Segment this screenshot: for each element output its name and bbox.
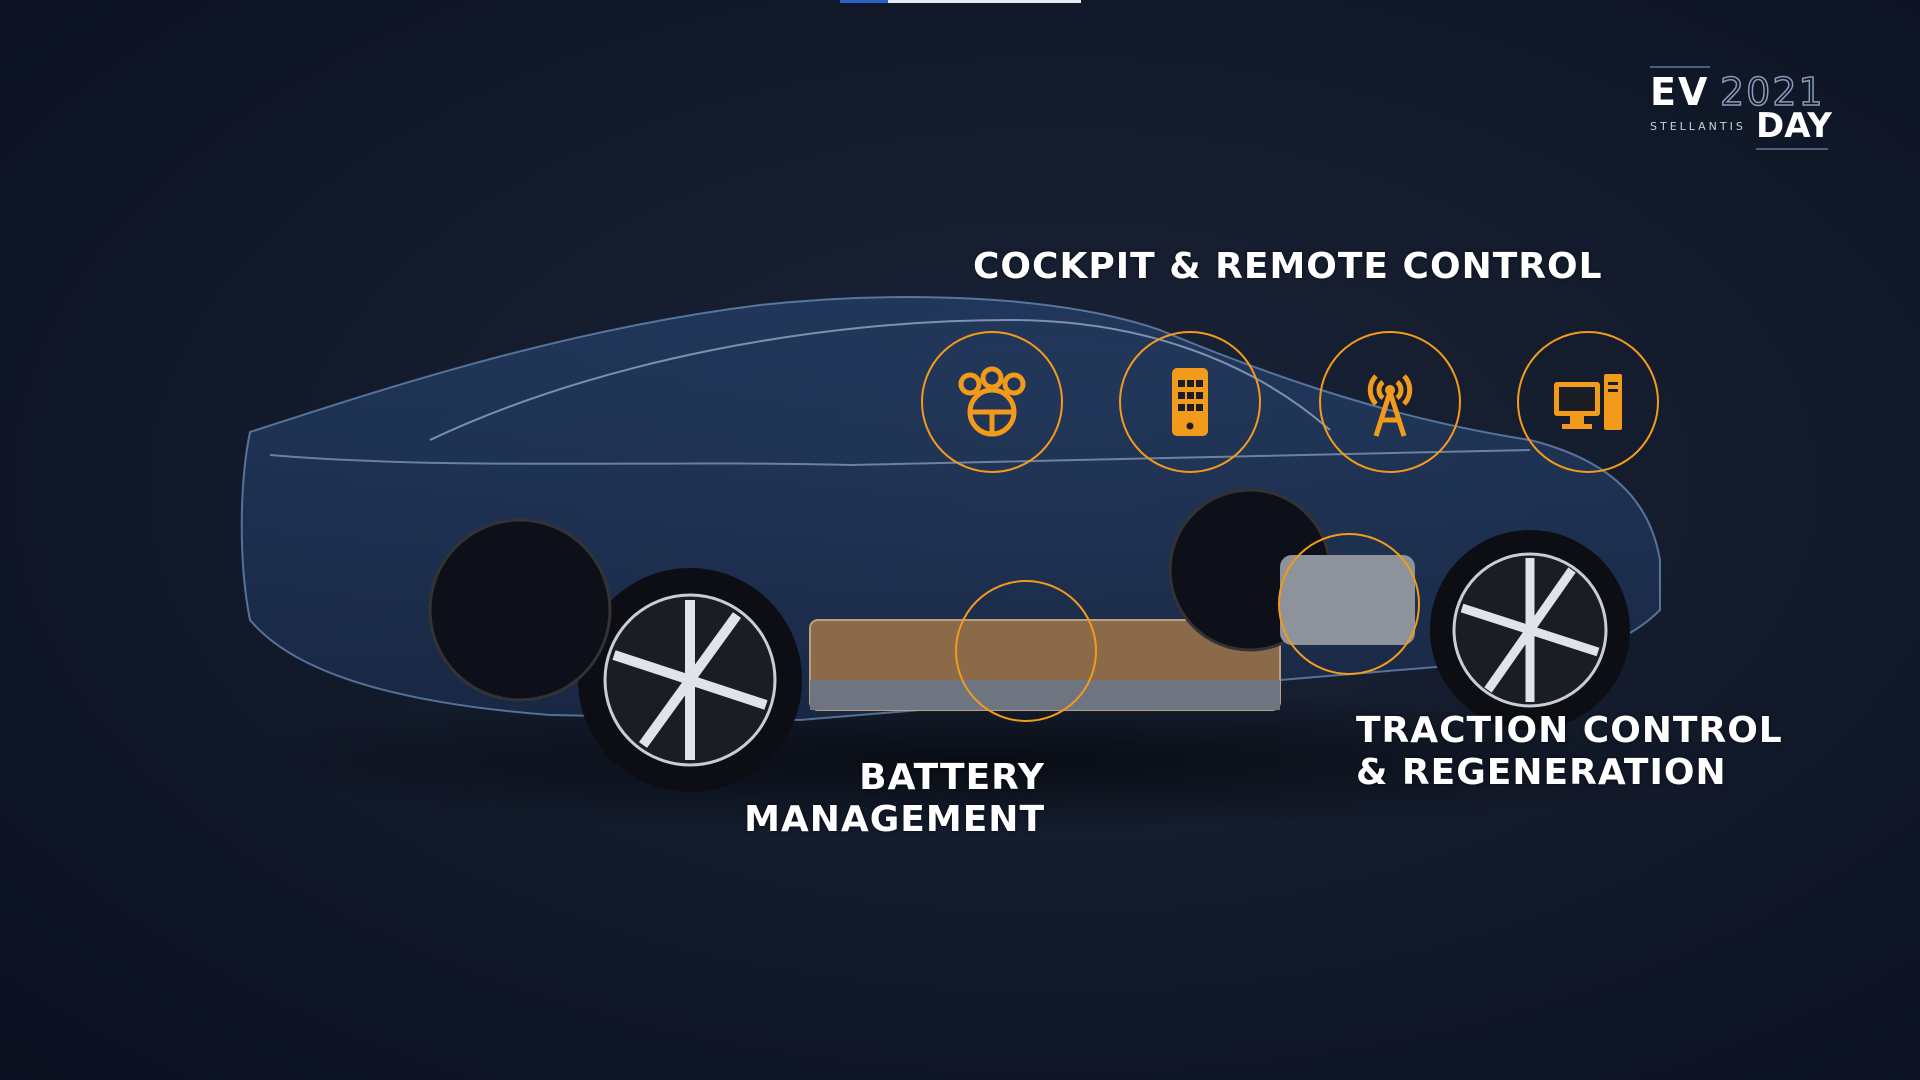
- front-wheel: [1430, 530, 1630, 730]
- logo-ev: EV: [1650, 70, 1710, 114]
- desktop-computer-icon: [1517, 331, 1659, 473]
- logo-day: DAY: [1756, 106, 1832, 146]
- logo-year: 2021: [1719, 69, 1825, 115]
- battery-label-line1: BATTERY: [859, 757, 1045, 798]
- logo-brand: STELLANTIS: [1650, 120, 1746, 133]
- video-progress-bar[interactable]: [840, 0, 1081, 3]
- battery-label-line2: MANAGEMENT: [744, 799, 1045, 840]
- traction-control-highlight: [1278, 533, 1420, 675]
- battery-management-highlight: [955, 580, 1097, 722]
- traction-label-line2: & REGENERATION: [1356, 752, 1727, 793]
- cockpit-remote-control-heading: COCKPIT & REMOTE CONTROL: [973, 246, 1603, 287]
- rear-wheel: [578, 568, 802, 792]
- steering-gauges-icon: [921, 331, 1063, 473]
- video-progress-fill: [840, 0, 889, 3]
- battery-management-label: BATTERY MANAGEMENT: [744, 757, 1045, 841]
- smartphone-icon: [1119, 331, 1261, 473]
- ev-day-2021-logo: EV 2021 STELLANTIS DAY: [1648, 62, 1832, 154]
- antenna-tower-icon: [1319, 331, 1461, 473]
- traction-control-label: TRACTION CONTROL & REGENERATION: [1356, 710, 1783, 794]
- traction-label-line1: TRACTION CONTROL: [1356, 710, 1783, 751]
